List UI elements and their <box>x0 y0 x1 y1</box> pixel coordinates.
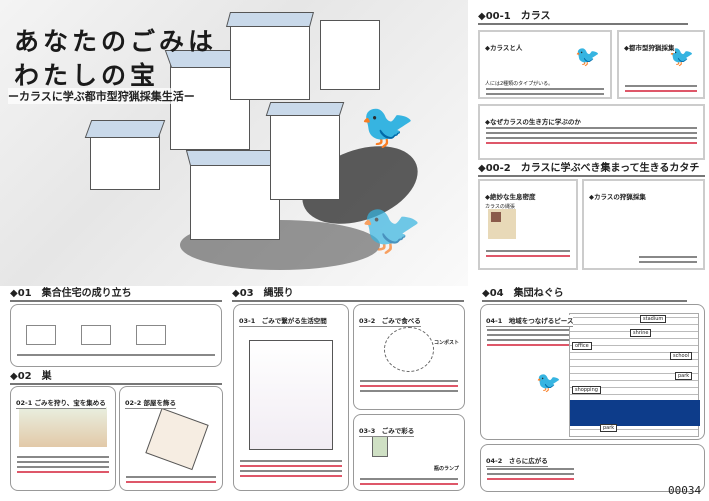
nest-collect-box: 02-1 ごみを狩り、宝を集める <box>10 386 116 491</box>
section-01-heading: ◆01 集合住宅の成り立ち <box>10 288 222 302</box>
why-crow-box: ◆なぜカラスの生き方に学ぶのか <box>478 104 705 160</box>
section-04-heading: ◆04 集団ねぐら <box>482 288 687 302</box>
entry-number: 00034 <box>668 484 702 497</box>
connect-region-box: 04-1 地域をつなげるピース 🐦 stadium shrine office … <box>480 304 705 440</box>
bottle-lamp-label: 瓶のランプ <box>434 466 459 472</box>
box-title: ◆なぜカラスの生き方に学ぶのか <box>485 116 581 127</box>
box-text: 人には2種類のタイプがいる。 <box>485 81 554 87</box>
box-title: ◆絶妙な生息密度 <box>485 191 536 202</box>
section-03-heading: ◆03 縄張り <box>232 288 464 302</box>
box-subtitle: カラスの縄張 <box>485 204 515 210</box>
box-title: ◆カラスと人 <box>485 42 523 53</box>
crow-and-human-box: ◆カラスと人 🐦 人には2種類のタイプがいる。 <box>478 30 612 99</box>
color-with-garbage-box: 03-3 ごみで彩る 瓶のランプ <box>353 414 465 491</box>
map-tag: shopping <box>572 386 601 394</box>
section-02-heading: ◆02 巣 <box>10 371 222 385</box>
density-box: ◆絶妙な生息密度 カラスの縄張 <box>478 179 578 270</box>
box-title: ◆都市型狩猟採集 <box>624 42 675 53</box>
map-tag: park <box>675 372 693 380</box>
area-map: stadium shrine office school park shoppi… <box>569 313 700 437</box>
map-tag: office <box>572 342 592 350</box>
compost-label: コンポスト <box>434 340 460 346</box>
crow-icon: 🐦 <box>360 101 415 152</box>
crow-icon: 🐦 <box>536 370 561 394</box>
title-line-2: わたしの宝 <box>14 61 160 90</box>
title-line-1: あなたのごみは <box>14 27 218 56</box>
housing-origin-box <box>10 304 222 367</box>
box-title: 04-2 さらに広がる <box>486 455 548 467</box>
decorate-room-box: 02-2 部屋を飾る <box>119 386 223 491</box>
map-tag: school <box>670 352 693 360</box>
eat-with-garbage-box: 03-2 ごみで食べる コンポスト <box>353 304 465 410</box>
box-title: 02-2 部屋を飾る <box>125 397 177 409</box>
crow-hunting-box: ◆カラスの狩猟採集 <box>582 179 705 270</box>
box-title: ◆カラスの狩猟採集 <box>589 191 646 202</box>
section-00-1-heading: ◆00-1 カラス <box>478 11 688 25</box>
spread-further-box: 04-2 さらに広がる <box>480 444 705 492</box>
urban-hunting-box: ◆都市型狩猟採集 🐦 <box>617 30 705 99</box>
section-00-2-heading: ◆00-2 カラスに学ぶべき集まって生きるカタチ <box>478 163 705 177</box>
box-title: 02-1 ごみを狩り、宝を集める <box>16 397 106 409</box>
map-tag: stadium <box>640 315 667 323</box>
box-title: 03-1 ごみで繋がる生活空間 <box>239 315 327 327</box>
map-tag: park <box>600 424 618 432</box>
subtitle: ーカラスに学ぶ都市型狩猟採集生活ー <box>8 88 195 104</box>
crow-icon: 🐦 <box>360 200 423 258</box>
box-title: 03-3 ごみで彩る <box>359 425 415 437</box>
crow-icon: 🐦 <box>575 44 600 68</box>
living-space-box: 03-1 ごみで繋がる生活空間 <box>233 304 349 491</box>
box-title: 04-1 地域をつなげるピース <box>486 315 574 327</box>
hero-illustration: 🐦 🐦 あなたのごみは わたしの宝 ーカラスに学ぶ都市型狩猟採集生活ー <box>0 0 468 286</box>
map-tag: shrine <box>630 329 652 337</box>
box-title: 03-2 ごみで食べる <box>359 315 421 327</box>
